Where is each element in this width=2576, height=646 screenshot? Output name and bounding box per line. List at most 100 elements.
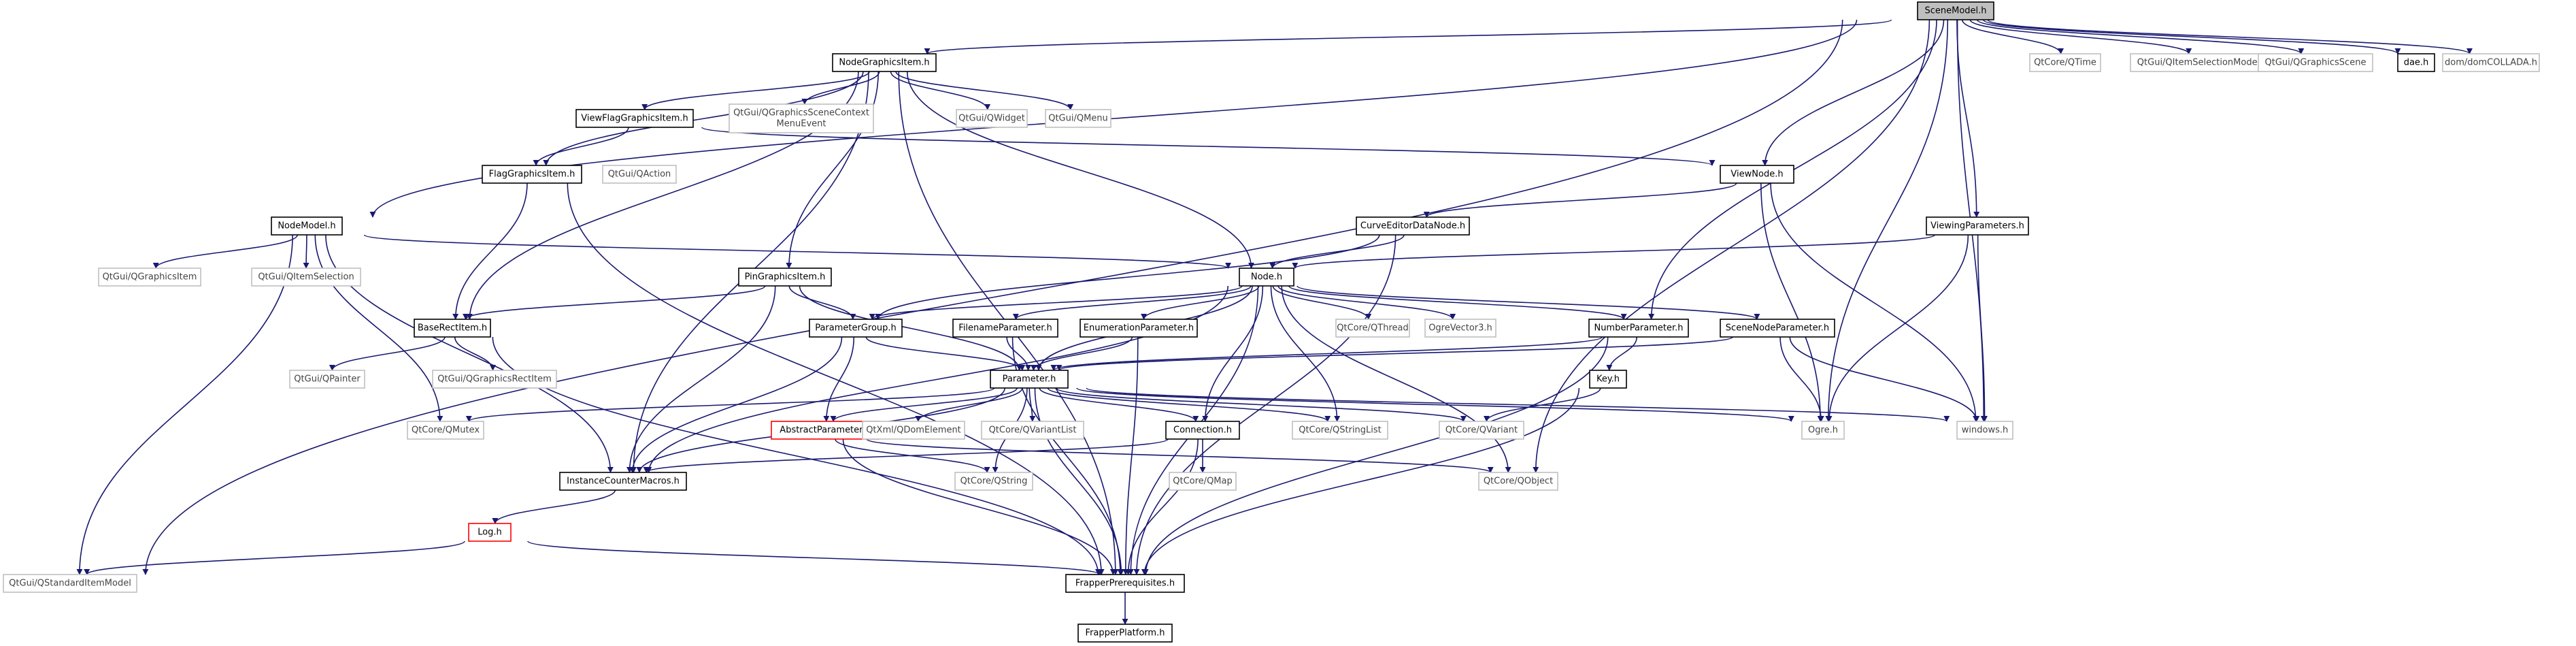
node-box <box>1080 319 1198 338</box>
edge-parameter-to-windows <box>1086 387 1950 422</box>
node-dae[interactable]: dae.h <box>2397 53 2435 72</box>
edge-filenameparameter-to-parameter <box>1006 336 1032 371</box>
node-box <box>738 268 832 287</box>
edge-node-to-connection <box>1202 285 1264 422</box>
node-box <box>1926 216 2029 236</box>
node-box <box>1065 574 1185 593</box>
node-label: dom/domCOLLADA.h <box>2445 58 2537 68</box>
node-nodemodel[interactable]: NodeModel.h <box>271 216 343 236</box>
edge-parameter-to-connection <box>1039 387 1199 422</box>
node-numberparameter[interactable]: NumberParameter.h <box>1588 319 1689 338</box>
node-qtcore-qmutex: QtCore/QMutex <box>407 421 484 440</box>
node-label: PinGraphicsItem.h <box>745 272 826 282</box>
edge-log-to-frapperprerequisites <box>527 540 1103 575</box>
edge-parameter-to-frapperprerequisites <box>1034 387 1124 575</box>
node-frapperprerequisites[interactable]: FrapperPrerequisites.h <box>1065 574 1185 593</box>
node-box <box>2029 53 2101 72</box>
node-filenameparameter[interactable]: FilenameParameter.h <box>952 319 1058 338</box>
node-label: Node.h <box>1251 272 1282 282</box>
edge-nodegraphicsitem-to-node <box>906 71 1254 269</box>
node-box <box>1589 370 1627 389</box>
edge-baserectitem-to-qtgui_qpainter <box>329 336 446 371</box>
node-label: FrapperPrerequisites.h <box>1075 579 1175 589</box>
node-box <box>729 103 874 133</box>
node-scenemodel[interactable]: SceneModel.h <box>1917 1 1994 20</box>
node-box <box>981 421 1084 440</box>
node-label: QtGui/QItemSelectionModel <box>2137 58 2260 68</box>
node-box <box>1165 421 1240 440</box>
node-ogrevector3: OgreVector3.h <box>1424 319 1496 338</box>
edge-nodegraphicsitem-to-pingraphicsitem <box>786 71 880 269</box>
node-baserectitem[interactable]: BaseRectItem.h <box>414 319 491 338</box>
node-label: QtCore/QMutex <box>412 425 480 436</box>
edge-curveeditordatanode-to-parametergroup <box>875 234 1380 320</box>
edge-node-to-numberparameter <box>1288 285 1627 320</box>
node-viewingparameters[interactable]: ViewingParameters.h <box>1926 216 2029 236</box>
node-box <box>1720 319 1835 338</box>
edge-nodemodel-to-qtcore_qmutex <box>314 234 444 422</box>
node-box <box>482 165 582 184</box>
node-ogre: Ogre.h <box>1801 421 1845 440</box>
node-qtgui-qaction: QtGui/QAction <box>602 165 677 184</box>
node-abstractparameter[interactable]: AbstractParameter.h <box>771 421 880 440</box>
node-label: ViewFlagGraphicsItem.h <box>581 114 688 124</box>
edge-numberparameter-to-frapperprerequisites <box>1142 336 1609 575</box>
node-qtgui-qwidget: QtGui/QWidget <box>956 109 1028 128</box>
node-frapperplatform[interactable]: FrapperPlatform.h <box>1077 624 1173 643</box>
node-qtgui-qgraphicsrectitem: QtGui/QGraphicsRectItem <box>432 370 557 389</box>
node-node[interactable]: Node.h <box>1239 268 1294 287</box>
node-box <box>575 109 694 128</box>
node-label: QtGui/QAction <box>608 169 671 180</box>
edge-enumerationparameter-to-frapperprerequisites <box>1122 336 1139 575</box>
node-label: BaseRectItem.h <box>418 323 487 334</box>
node-curveeditordatanode[interactable]: CurveEditorDataNode.h <box>1356 216 1470 236</box>
node-dom-collada: dom/domCOLLADA.h <box>2442 53 2540 72</box>
edge-node-to-qtcore_qobject <box>1281 285 1511 473</box>
node-box <box>602 165 677 184</box>
edge-instancecountermacros-to-log <box>492 489 616 524</box>
node-connection[interactable]: Connection.h <box>1165 421 1240 440</box>
edge-curveeditordatanode-to-node <box>1269 234 1405 269</box>
edge-viewflaggraphicsitem-to-flaggraphicsitem <box>533 127 629 166</box>
node-label: AbstractParameter.h <box>780 425 870 436</box>
node-box <box>1045 109 1111 128</box>
node-box <box>2130 53 2267 72</box>
node-label: QtGui/QPainter <box>294 374 361 385</box>
node-box <box>2397 53 2435 72</box>
node-label: FrapperPlatform.h <box>1086 628 1165 639</box>
node-enumerationparameter[interactable]: EnumerationParameter.h <box>1080 319 1198 338</box>
edge-node-to-ogrevector3 <box>1277 285 1456 320</box>
edge-scenemodel-to-qtgui_qstandarditemmodel <box>142 19 1843 575</box>
node-label: QtGui/QWidget <box>958 114 1025 124</box>
edge-connection-to-frapperprerequisites <box>1125 438 1199 575</box>
node-box <box>954 472 1033 491</box>
node-label: Ogre.h <box>1808 425 1838 436</box>
node-viewflaggraphicsitem[interactable]: ViewFlagGraphicsItem.h <box>575 109 694 128</box>
node-label: InstanceCounterMacros.h <box>567 477 680 487</box>
node-label: QtGui/QGraphicsSceneContext <box>733 108 869 118</box>
edge-scenemodel-to-qtgui_qitemselectionmodel <box>1969 19 2192 54</box>
node-parameter[interactable]: Parameter.h <box>990 370 1069 389</box>
node-box <box>1077 624 1173 643</box>
node-parametergroup[interactable]: ParameterGroup.h <box>809 319 903 338</box>
node-flaggraphicsitem[interactable]: FlagGraphicsItem.h <box>482 165 582 184</box>
node-label: NumberParameter.h <box>1594 323 1683 334</box>
node-scenenodeparameter[interactable]: SceneNodeParameter.h <box>1720 319 1835 338</box>
node-box <box>432 370 557 389</box>
node-nodegraphicsitem[interactable]: NodeGraphicsItem.h <box>832 53 937 72</box>
edge-viewingparameters-to-windows <box>1977 234 1988 422</box>
edge-viewnode-to-curveeditordatanode <box>1423 182 1737 218</box>
node-label: QtCore/QStringList <box>1299 425 1382 436</box>
edge-nodemodel-to-qtgui_qstandarditemmodel <box>76 234 293 575</box>
node-box <box>771 421 880 440</box>
node-box <box>414 319 491 338</box>
node-box <box>1801 421 1845 440</box>
node-key[interactable]: Key.h <box>1589 370 1627 389</box>
node-viewnode[interactable]: ViewNode.h <box>1720 165 1794 184</box>
node-pingraphicsitem[interactable]: PinGraphicsItem.h <box>738 268 832 287</box>
node-log[interactable]: Log.h <box>468 523 512 542</box>
edge-node-to-parametergroup <box>869 285 1243 320</box>
node-instancecountermacros[interactable]: InstanceCounterMacros.h <box>559 472 687 491</box>
edge-node-to-filenameparameter <box>1012 285 1252 320</box>
edge-parameter-to-ogre <box>1076 387 1794 422</box>
